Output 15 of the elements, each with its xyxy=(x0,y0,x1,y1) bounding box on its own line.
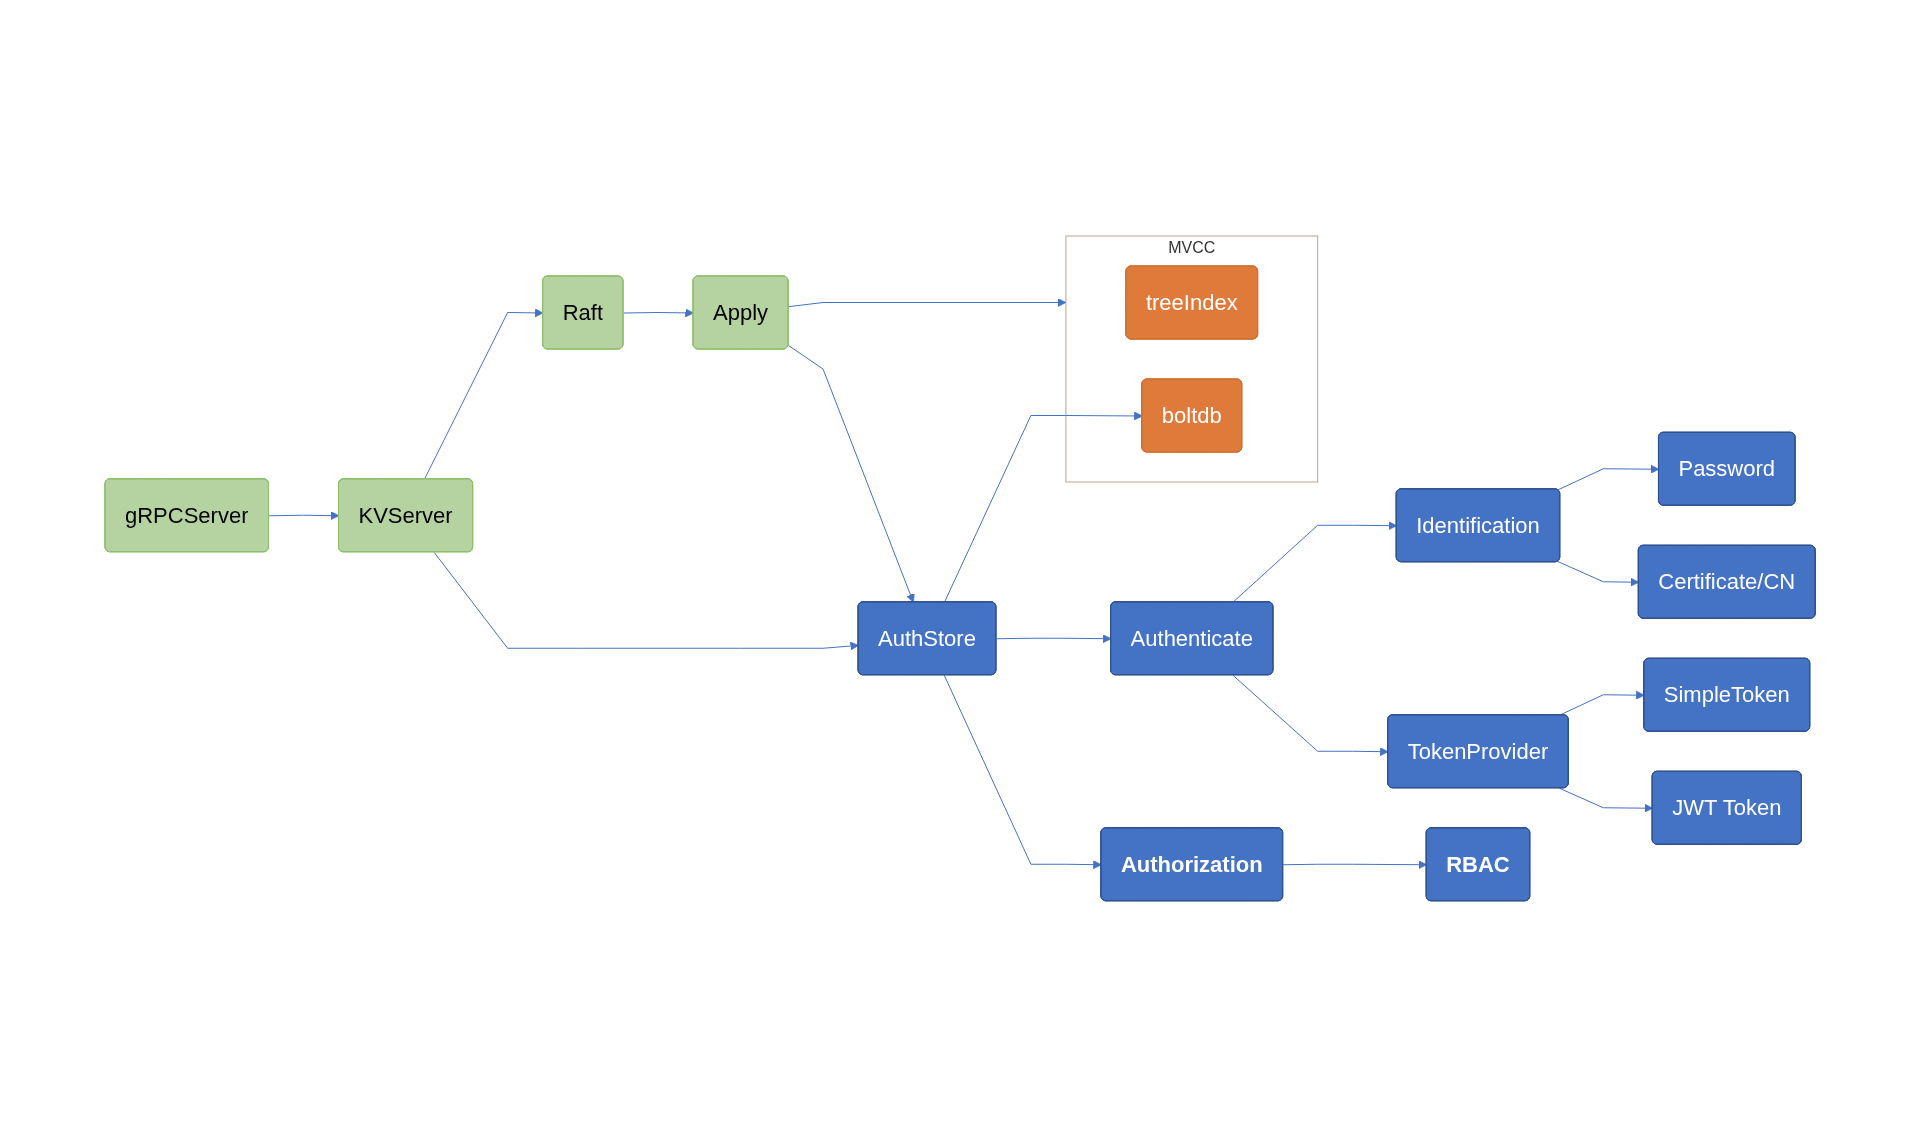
arrow xyxy=(622,308,694,317)
arrow xyxy=(1282,859,1427,869)
arrow xyxy=(433,551,859,651)
arrow xyxy=(943,411,1143,603)
arrow xyxy=(1558,787,1653,813)
arrow xyxy=(1232,674,1389,756)
arrow xyxy=(787,297,1067,307)
arrow xyxy=(268,510,340,520)
arrow xyxy=(423,308,544,480)
arrow xyxy=(1232,520,1397,603)
arrow xyxy=(1557,560,1640,587)
arrow xyxy=(787,344,915,603)
arrow xyxy=(995,633,1112,643)
arrow xyxy=(943,674,1102,869)
arrow xyxy=(1557,464,1660,491)
